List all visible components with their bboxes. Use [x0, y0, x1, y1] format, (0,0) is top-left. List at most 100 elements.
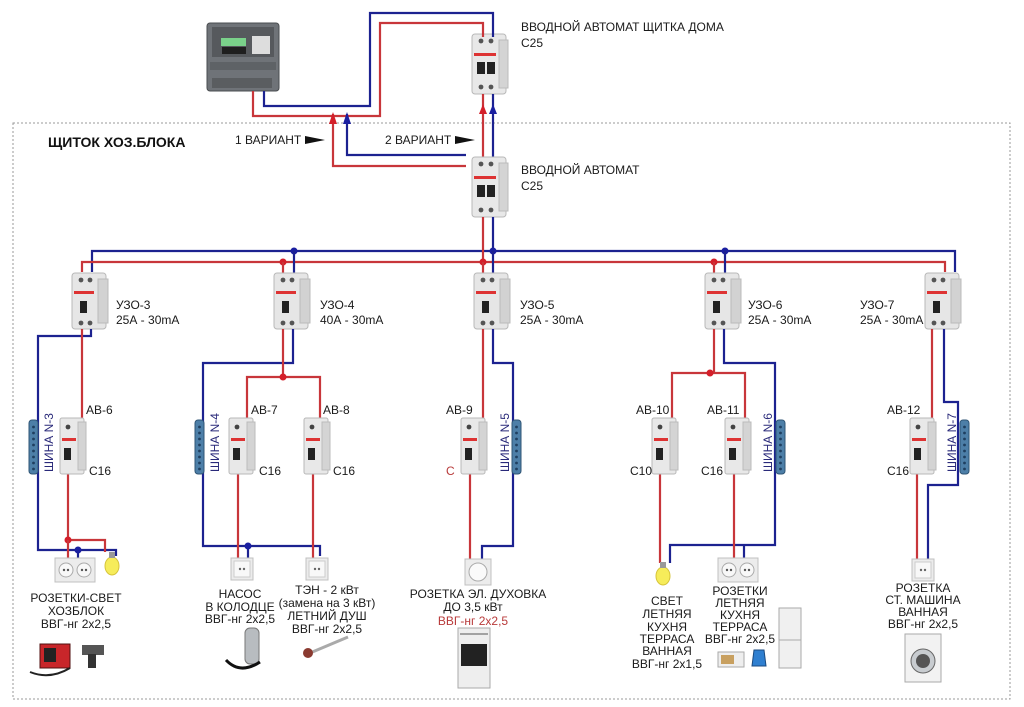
svg-text:ВВГ-нг 2х2,5: ВВГ-нг 2х2,5	[41, 617, 112, 631]
neutral-bus-7-icon	[959, 419, 970, 475]
house-main-breaker-icon	[471, 33, 509, 95]
svg-text:РОЗЕТКИ: РОЗЕТКИ	[712, 584, 767, 598]
breaker-name: АВ-10	[636, 403, 670, 417]
breaker-av11-icon	[724, 417, 752, 475]
breaker-av10-icon	[651, 417, 679, 475]
drill-icon	[82, 645, 104, 668]
svg-text:ВВГ-нг 2х2,5: ВВГ-нг 2х2,5	[438, 614, 509, 628]
arrow-right-icon	[455, 136, 475, 144]
kettle-icon	[751, 649, 767, 667]
electricity-meter-icon	[206, 22, 280, 92]
svg-text:ДО 3,5 кВт: ДО 3,5 кВт	[443, 600, 503, 614]
svg-text:РОЗЕТКИ-СВЕТ: РОЗЕТКИ-СВЕТ	[30, 591, 122, 605]
rcd-name: УЗО-5	[520, 298, 555, 312]
load-label-outbuilding: РОЗЕТКИ-СВЕТ ХОЗБЛОК ВВГ-нг 2х2,5	[30, 591, 122, 631]
rcd-3-icon	[71, 272, 109, 330]
load-label-oven: РОЗЕТКА ЭЛ. ДУХОВКА ДО 3,5 кВт ВВГ-нг 2х…	[410, 587, 547, 628]
breaker-name: АВ-6	[86, 403, 113, 417]
svg-text:СВЕТ: СВЕТ	[651, 594, 684, 608]
house-main-breaker-title: ВВОДНОЙ АВТОМАТ ЩИТКА ДОМА	[521, 19, 724, 34]
rcd-rating: 25А - 30mA	[116, 313, 179, 327]
breaker-av8-icon	[303, 417, 331, 475]
water-heater-element-icon	[303, 635, 349, 658]
rcd-7-icon	[924, 272, 962, 330]
svg-text:НАСОС: НАСОС	[219, 587, 262, 601]
neutral-bus-label: ШИНА N-4	[208, 413, 222, 472]
washing-machine-icon	[904, 633, 942, 683]
rcd-rating: 25А - 30mA	[860, 313, 923, 327]
svg-text:ВВГ-нг 2х2,5: ВВГ-нг 2х2,5	[705, 632, 776, 646]
breaker-av12-icon	[909, 417, 937, 475]
breaker-av7-icon	[228, 417, 256, 475]
neutral-bus-3-icon	[28, 419, 39, 475]
neutral-bus-label: ШИНА N-3	[42, 413, 56, 472]
svg-text:В КОЛОДЦЕ: В КОЛОДЦЕ	[205, 600, 274, 614]
double-socket-icon	[54, 557, 96, 583]
load-label-shower-heater: ТЭН - 2 кВт (замена на 3 кВт) ЛЕТНИЙ ДУШ…	[279, 583, 376, 636]
neutral-bus-label: ШИНА N-6	[761, 413, 775, 472]
variant-1-label: 1 ВАРИАНТ	[235, 133, 302, 147]
svg-text:ЛЕТНИЙ ДУШ: ЛЕТНИЙ ДУШ	[287, 608, 366, 623]
svg-text:ХОЗБЛОК: ХОЗБЛОК	[48, 604, 104, 618]
svg-text:ВАННАЯ: ВАННАЯ	[642, 644, 692, 658]
rcd-name: УЗО-4	[320, 298, 355, 312]
breaker-name: АВ-11	[707, 403, 740, 417]
variant-2-label: 2 ВАРИАНТ	[385, 133, 452, 147]
socket-heater-icon	[305, 557, 329, 581]
neutral-bus-6-icon	[775, 419, 786, 475]
svg-text:ТЕРРАСА: ТЕРРАСА	[713, 620, 768, 634]
oven-socket-icon	[464, 558, 492, 586]
breaker-name: АВ-9	[446, 403, 473, 417]
panel-breaker-rating: С25	[521, 179, 543, 193]
phase-busline	[80, 260, 947, 272]
double-socket-icon	[717, 557, 759, 583]
svg-text:ВВГ-нг 2х2,5: ВВГ-нг 2х2,5	[888, 617, 959, 631]
load-label-pump: НАСОС В КОЛОДЦЕ ВВГ-нг 2х2,5	[205, 587, 276, 626]
microwave-icon	[717, 651, 745, 668]
meter-neutral-wire	[262, 11, 495, 108]
breaker-rating: С16	[701, 464, 723, 478]
variant1-phase-wire	[331, 114, 466, 168]
breaker-av6-icon	[59, 417, 87, 475]
panel-border	[12, 122, 1011, 700]
neutral-bus-label: ШИНА N-7	[945, 413, 959, 472]
load-label-washing-machine: РОЗЕТКА СТ. МАШИНА ВАННАЯ ВВГ-нг 2х2,5	[885, 581, 960, 631]
house-main-breaker-rating: С25	[521, 36, 543, 50]
panel-breaker-title: ВВОДНОЙ АВТОМАТ	[521, 162, 640, 177]
svg-text:КУХНЯ: КУХНЯ	[720, 608, 760, 622]
svg-text:ЛЕТНЯЯ: ЛЕТНЯЯ	[715, 596, 764, 610]
rcd-4-icon	[273, 272, 311, 330]
rcd-name: УЗО-3	[116, 298, 151, 312]
breaker-rating: С16	[259, 464, 281, 478]
svg-text:ВВГ-нг 2х2,5: ВВГ-нг 2х2,5	[292, 622, 363, 636]
svg-text:ЛЕТНЯЯ: ЛЕТНЯЯ	[642, 607, 691, 621]
rcd-rating: 40А - 30mA	[320, 313, 383, 327]
water-pump-icon	[224, 627, 261, 670]
breaker-rating: С16	[887, 464, 909, 478]
panel-main-breaker-icon	[471, 156, 509, 218]
neutral-bus-5-icon	[511, 419, 522, 475]
svg-text:РОЗЕТКА ЭЛ. ДУХОВКА: РОЗЕТКА ЭЛ. ДУХОВКА	[410, 587, 547, 601]
welder-icon	[29, 643, 71, 677]
svg-text:(замена на 3 кВт): (замена на 3 кВт)	[279, 596, 376, 610]
breaker-rating: С16	[89, 464, 111, 478]
breaker-rating: С16	[333, 464, 355, 478]
breaker-rating: С	[446, 464, 455, 478]
meter-phase-wire	[251, 21, 485, 118]
load-label-kitchen-sockets: РОЗЕТКИ ЛЕТНЯЯ КУХНЯ ТЕРРАСА ВВГ-нг 2х2,…	[705, 584, 776, 646]
neutral-bus-4-icon	[194, 419, 205, 475]
breaker-name: АВ-7	[251, 403, 278, 417]
rcd-name: УЗО-6	[748, 298, 783, 312]
svg-text:РОЗЕТКА: РОЗЕТКА	[896, 581, 951, 595]
svg-text:КУХНЯ: КУХНЯ	[647, 620, 687, 634]
rcd-rating: 25А - 30mA	[748, 313, 811, 327]
rcd-rating: 25А - 30mA	[520, 313, 583, 327]
breaker-name: АВ-12	[887, 403, 921, 417]
breaker-rating: С10	[630, 464, 652, 478]
svg-text:ТЕРРАСА: ТЕРРАСА	[640, 632, 695, 646]
rcd-5-icon	[473, 272, 511, 330]
rcd-name: УЗО-7	[860, 298, 895, 312]
load-label-kitchen-light: СВЕТ ЛЕТНЯЯ КУХНЯ ТЕРРАСА ВАННАЯ ВВГ-нг …	[632, 594, 703, 671]
fridge-icon	[778, 607, 802, 669]
